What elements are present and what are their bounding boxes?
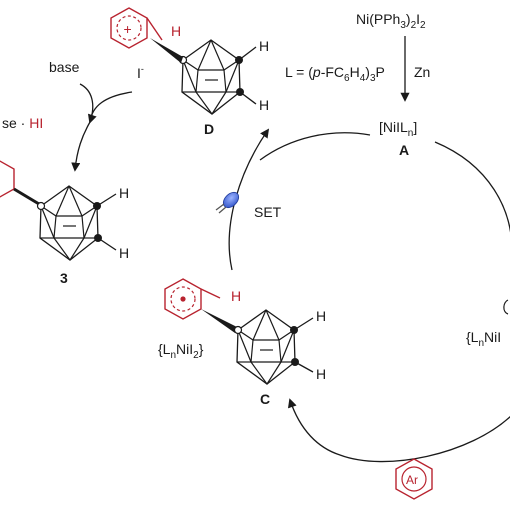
cage-vertex-open-3 bbox=[36, 201, 46, 211]
base-hi-label: se · HI bbox=[2, 115, 43, 131]
blue-led-icon bbox=[215, 191, 240, 214]
ni-species-C-label: {LnNiI2} bbox=[158, 341, 204, 361]
base-hi-release-arrow bbox=[79, 83, 97, 124]
cage-vertex-open-C bbox=[233, 325, 243, 335]
product-3-arene-fragment bbox=[0, 160, 15, 198]
iodide-label: I- bbox=[137, 64, 144, 81]
compound-label-3: 3 bbox=[60, 270, 68, 286]
bond-h-C1 bbox=[293, 317, 314, 331]
compound-label-A: A bbox=[399, 142, 409, 158]
bond-arene-cage-3 bbox=[13, 187, 40, 206]
arene-hydrogen-D: H bbox=[171, 23, 181, 39]
compound-label-C: C bbox=[260, 391, 270, 407]
bond-h-arene-D bbox=[146, 17, 163, 41]
cycle-arc-A-to-D-top bbox=[259, 132, 371, 161]
base-curve bbox=[89, 91, 133, 123]
radical-dot-C bbox=[180, 296, 186, 302]
reductant-label: Zn bbox=[414, 64, 430, 80]
ni-species-A-label: [NiILn] bbox=[379, 119, 417, 139]
wedge-bond-D bbox=[150, 38, 183, 63]
bond-h-C2 bbox=[294, 361, 314, 373]
radical-cation-plus: + bbox=[124, 21, 132, 37]
bond-h-D2 bbox=[239, 91, 257, 105]
aryl-label: Ar bbox=[406, 473, 418, 487]
hydrogen-label-D2: H bbox=[259, 97, 269, 113]
cycle-arc-bottom-to-C bbox=[287, 398, 510, 463]
hydrogen-label-C1: H bbox=[316, 308, 326, 324]
bond-h-3a bbox=[96, 193, 117, 207]
ni-species-right-label: {LnNiI bbox=[466, 329, 501, 349]
carborane-cage-D bbox=[181, 39, 241, 115]
wedge-bond-C bbox=[201, 309, 237, 333]
carborane-cage-3 bbox=[39, 185, 99, 261]
bond-h-D1 bbox=[238, 46, 257, 61]
bond-h-3b bbox=[97, 237, 117, 251]
arene-dashed-ring bbox=[116, 15, 142, 41]
set-label: SET bbox=[254, 204, 282, 220]
hydrogen-label-3b: H bbox=[119, 245, 129, 261]
compound-label-D: D bbox=[204, 121, 214, 137]
partial-ring-right bbox=[503, 299, 509, 315]
aryl-inner-circle bbox=[401, 466, 427, 492]
ni-precursor-label: Ni(PPh3)2I2 bbox=[356, 11, 426, 31]
cycle-arc-A-right bbox=[434, 141, 510, 234]
base-label: base bbox=[49, 59, 80, 75]
hydrogen-label-3a: H bbox=[119, 185, 129, 201]
hydrogen-label-C2: H bbox=[316, 366, 326, 382]
hydrogen-label-D1: H bbox=[259, 38, 269, 54]
deprotonation-arrow bbox=[71, 121, 91, 172]
bond-h-arene-C bbox=[200, 288, 221, 299]
aryl-reagent-ring bbox=[395, 458, 433, 500]
carborane-cage-C bbox=[236, 309, 296, 385]
ligand-label: L = (p-FC6H4)3P bbox=[285, 64, 385, 84]
arene-dashed-ring-C bbox=[170, 286, 196, 312]
arene-hydrogen-C: H bbox=[231, 288, 241, 304]
